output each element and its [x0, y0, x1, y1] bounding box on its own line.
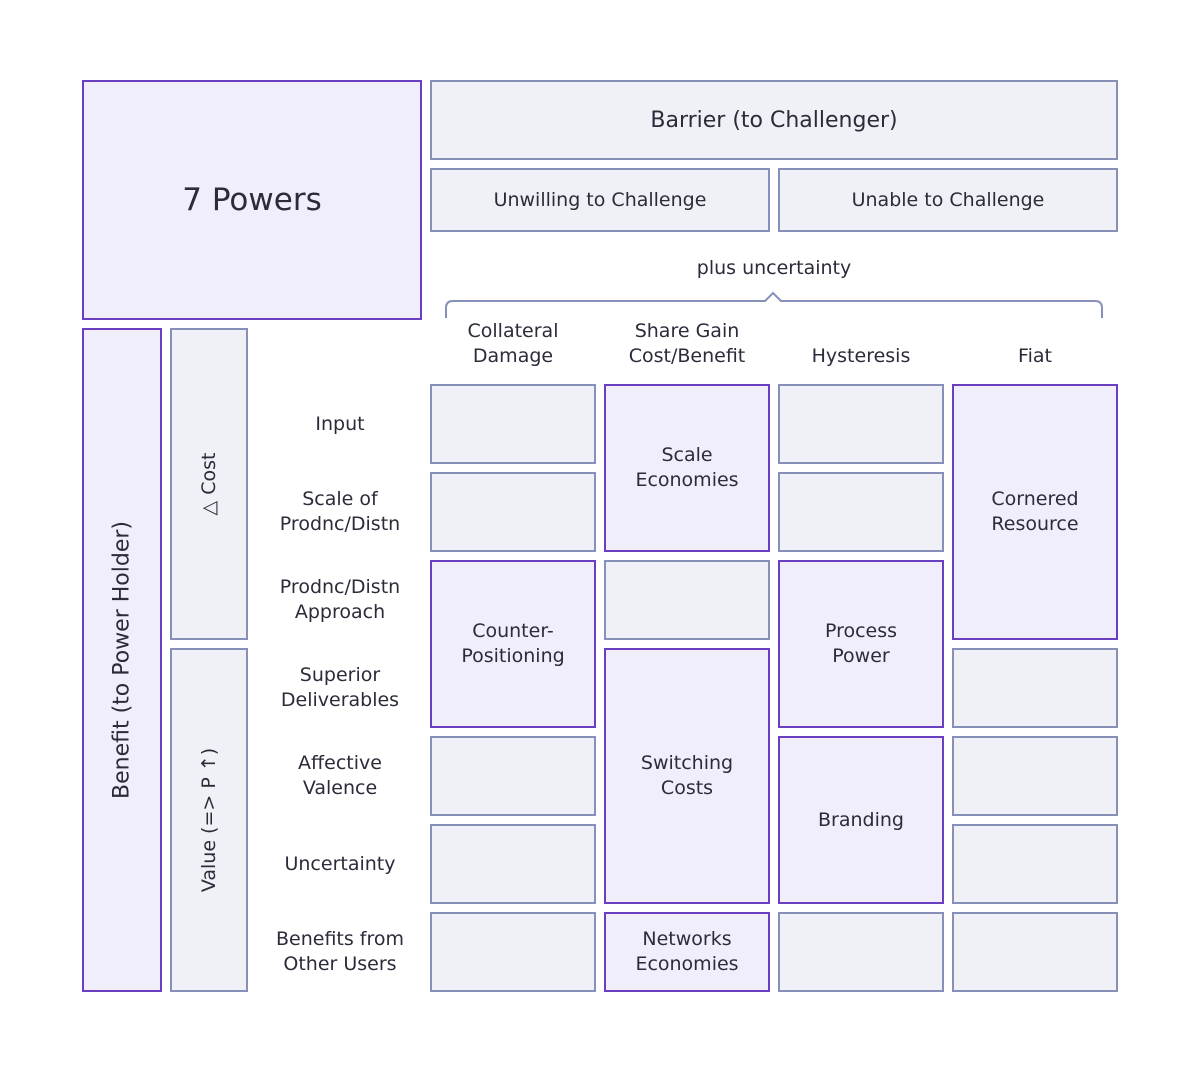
page-title: 7 Powers	[182, 182, 322, 218]
power-branding: Branding	[778, 736, 944, 904]
col-header-hysteresis: Hysteresis	[811, 344, 911, 367]
empty-cell	[778, 384, 944, 464]
row-label-deliverables: Superior Deliverables	[280, 664, 400, 711]
empty-cell	[952, 736, 1118, 816]
power-process-power: Process Power	[778, 560, 944, 728]
brace	[445, 291, 1103, 318]
row-label-network: Benefits from Other Users	[275, 928, 405, 975]
power-label: Counter- Positioning	[461, 620, 565, 667]
empty-cell	[778, 472, 944, 552]
unwilling-header: Unwilling to Challenge	[430, 168, 770, 232]
power-label: Switching Costs	[640, 752, 734, 799]
benefit-bar: Benefit (to Power Holder)	[82, 328, 162, 992]
benefit-label: Benefit (to Power Holder)	[109, 521, 135, 799]
empty-cell	[952, 648, 1118, 728]
unable-label: Unable to Challenge	[851, 189, 1045, 211]
empty-cell	[430, 736, 596, 816]
empty-cell	[430, 912, 596, 992]
unwilling-label: Unwilling to Challenge	[493, 189, 707, 211]
col-header-fiat: Fiat	[1018, 344, 1052, 367]
power-network-economies: Networks Economies	[604, 912, 770, 992]
power-cornered-resource: Cornered Resource	[952, 384, 1118, 640]
power-label: Process Power	[824, 620, 898, 667]
uncertainty-label: plus uncertainty	[696, 256, 852, 279]
row-label-input: Input	[315, 412, 365, 435]
power-switching-costs: Switching Costs	[604, 648, 770, 904]
empty-cell	[430, 472, 596, 552]
row-label-approach: Prodnc/Distn Approach	[279, 576, 401, 623]
power-label: Branding	[818, 808, 904, 831]
empty-cell	[952, 824, 1118, 904]
cost-label: △ Cost	[198, 452, 220, 516]
power-label: Networks Economies	[635, 928, 739, 975]
power-counter-positioning: Counter- Positioning	[430, 560, 596, 728]
empty-cell	[430, 824, 596, 904]
value-label: Value (=> P ↑)	[198, 747, 220, 893]
cost-bar: △ Cost	[170, 328, 248, 640]
empty-cell	[952, 912, 1118, 992]
col-header-share-gain: Share Gain Cost/Benefit	[628, 320, 746, 367]
unable-header: Unable to Challenge	[778, 168, 1118, 232]
row-label-affective: Affective Valence	[298, 752, 382, 799]
barrier-header: Barrier (to Challenger)	[430, 80, 1118, 160]
empty-cell	[778, 912, 944, 992]
power-label: Cornered Resource	[991, 488, 1079, 535]
barrier-label: Barrier (to Challenger)	[650, 107, 898, 133]
empty-cell	[604, 560, 770, 640]
power-scale-economies: Scale Economies	[604, 384, 770, 552]
row-label-uncertainty: Uncertainty	[284, 852, 396, 875]
value-bar: Value (=> P ↑)	[170, 648, 248, 992]
empty-cell	[430, 384, 596, 464]
col-header-collateral: Collateral Damage	[467, 320, 559, 367]
row-label-scale: Scale of Prodnc/Distn	[279, 488, 401, 535]
power-label: Scale Economies	[635, 444, 739, 491]
title-box: 7 Powers	[82, 80, 422, 320]
